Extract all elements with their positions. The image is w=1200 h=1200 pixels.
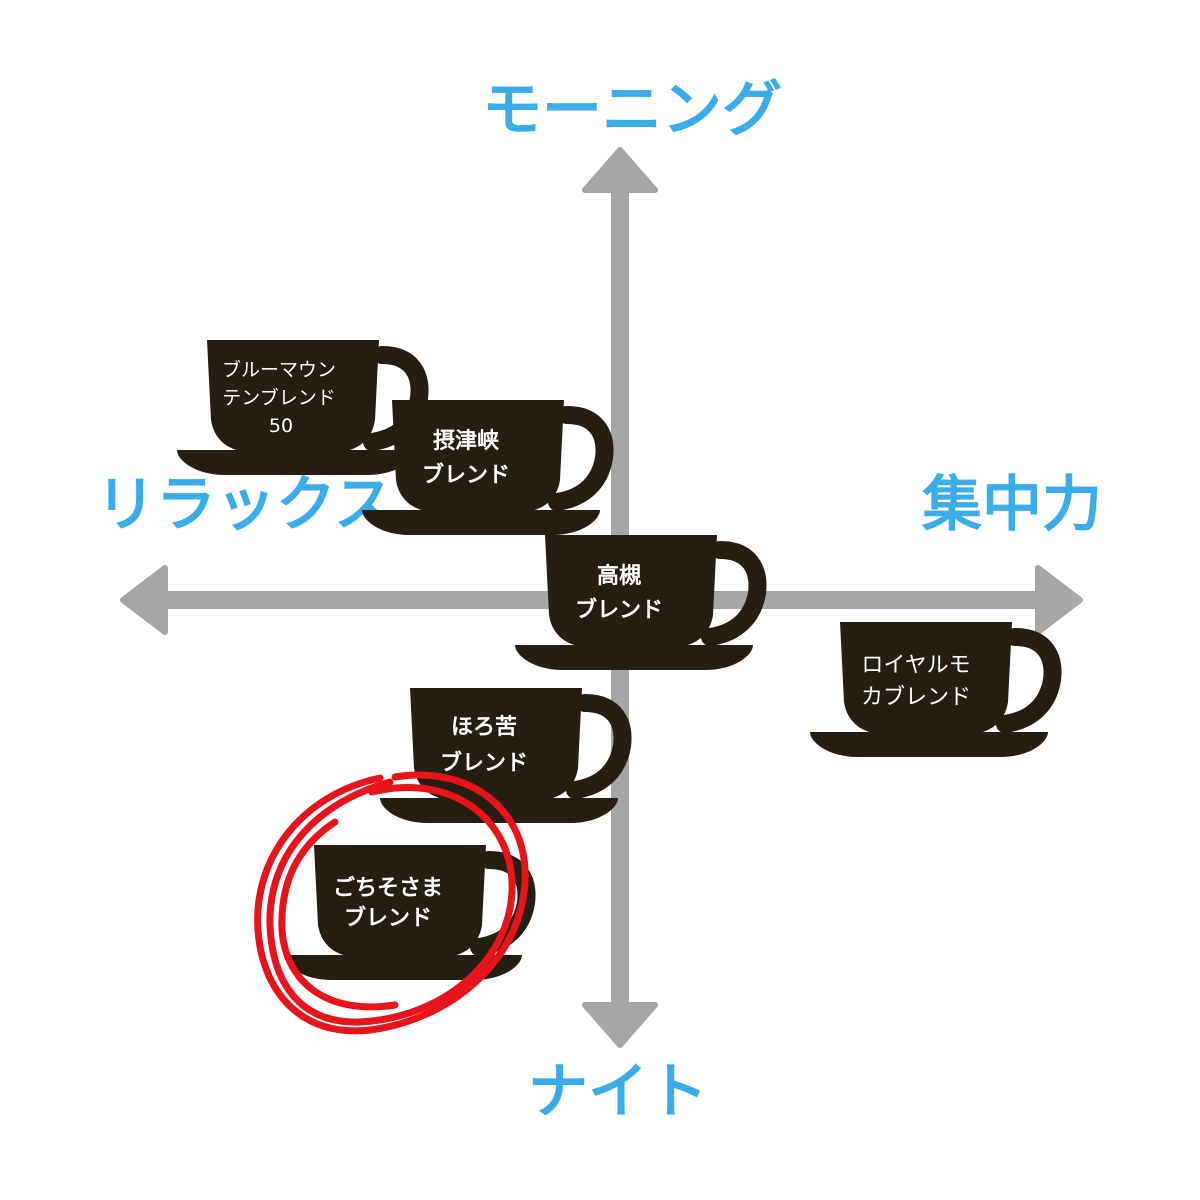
cup-label-line3: 50	[269, 415, 293, 437]
cup-takatsuki: 高槻 ブレンド	[515, 535, 758, 670]
highlight-circle	[254, 771, 529, 1035]
cup-settsukyo: 摂津峡 ブレンド	[362, 400, 605, 535]
highlight-stroke-3	[278, 818, 399, 1011]
highlight-stroke-1	[254, 771, 529, 1035]
cup-gochisousama: ごちそさま ブレンド	[284, 845, 527, 980]
arrow-right-icon	[1035, 565, 1083, 635]
axis-label-bottom: ナイト	[528, 1057, 708, 1127]
arrow-up-icon	[582, 147, 658, 193]
cup-label-line1: 摂津峡	[433, 428, 500, 454]
cup-blue-mountain: ブルーマウン テンブレンド 50	[177, 340, 420, 475]
cup-label-line1: 高槻	[597, 563, 641, 589]
axis-label-left: リラックス	[96, 470, 394, 540]
axis-label-top: モーニング	[482, 75, 782, 145]
cup-label-line1: ブルーマウン	[222, 358, 336, 381]
cup-label-line2: ブレンド	[575, 597, 663, 623]
cup-label-line2: ブレンド	[440, 750, 528, 776]
cup-horoniga: ほろ苦 ブレンド	[380, 688, 623, 823]
cup-label-line2: ブレンド	[344, 905, 432, 931]
cup-label-line2: ブレンド	[422, 462, 510, 488]
cup-label-line1: ごちそさま	[333, 875, 443, 901]
arrow-down-icon	[582, 1002, 658, 1048]
cup-label-line2: カブレンド	[861, 685, 971, 710]
highlight-stroke-2	[266, 778, 516, 1026]
arrow-left-icon	[120, 565, 168, 635]
axis-label-right: 集中力	[921, 470, 1102, 540]
cup-royal-mocha: ロイヤルモ カブレンド	[810, 622, 1053, 757]
cup-label-line1: ほろ苦	[451, 715, 517, 740]
cup-label-line2: テンブレンド	[222, 386, 335, 409]
cup-label-line1: ロイヤルモ	[861, 653, 970, 678]
